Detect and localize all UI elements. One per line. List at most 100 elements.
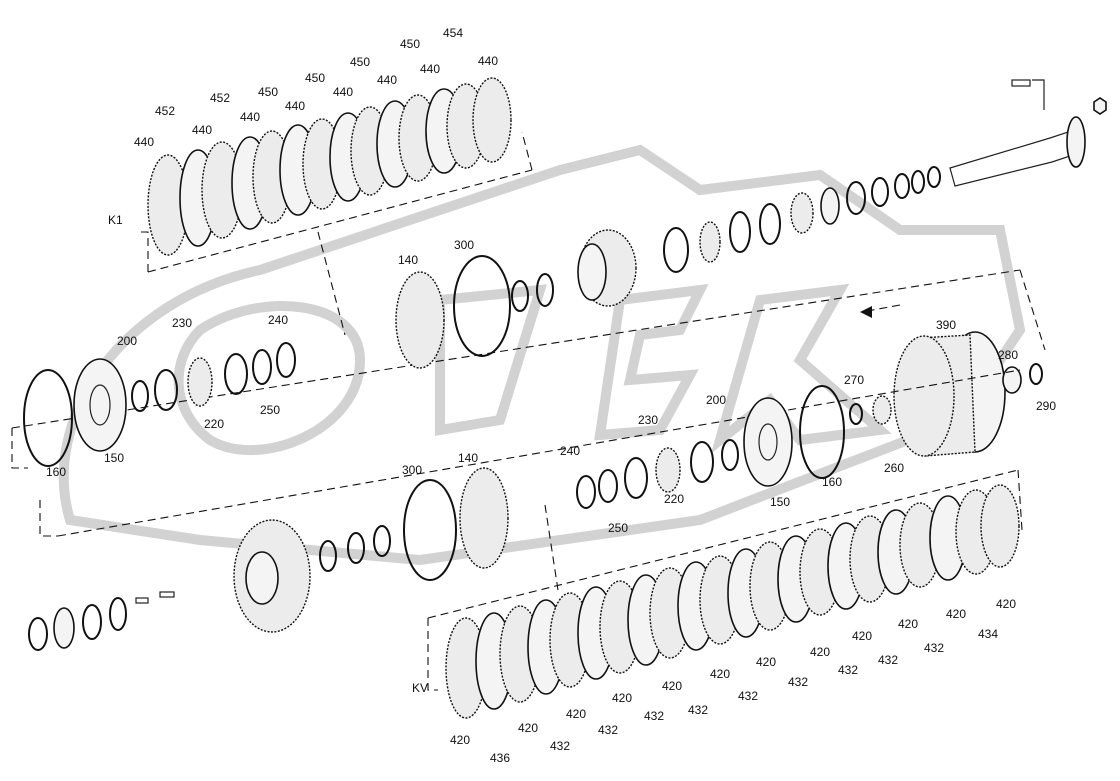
part-label: 440 (134, 135, 154, 149)
part-label: 440 (478, 54, 498, 68)
pressure-plate (395, 271, 445, 369)
piston-hub (758, 423, 778, 461)
shaft-leader (1032, 79, 1045, 110)
washer (511, 280, 529, 312)
shaft-body (949, 131, 1071, 187)
part-label: 140 (458, 451, 478, 465)
pressure-plate (459, 467, 509, 569)
part-label: 250 (260, 403, 280, 417)
part-label: 440 (377, 73, 397, 87)
snap-ring (759, 203, 781, 245)
washer (82, 604, 102, 640)
arrow-head (860, 306, 872, 318)
connector-right (1019, 269, 1046, 351)
part-label: 432 (788, 675, 808, 689)
part-label: 220 (204, 417, 224, 431)
clutch-drum-assembly (849, 304, 1043, 457)
kv-connector (544, 504, 559, 591)
k1-bracket-end (521, 131, 533, 171)
friction-disc (980, 484, 1020, 568)
part-label: 432 (738, 689, 758, 703)
shaft-stud (1011, 79, 1031, 87)
part-label: 454 (443, 26, 463, 40)
group-label-k1: K1 (108, 213, 123, 227)
part-label: 420 (710, 667, 730, 681)
connector-k1 (317, 231, 346, 336)
bushing-260 (872, 395, 892, 425)
snap-ring-270 (849, 403, 863, 425)
snap-ring (252, 349, 272, 385)
part-label: 200 (117, 334, 137, 348)
snap-ring (576, 475, 596, 509)
o-ring (721, 439, 739, 471)
part-label: 280 (998, 348, 1018, 362)
washer (109, 597, 127, 631)
pin (159, 591, 175, 598)
part-label: 420 (852, 629, 872, 643)
lock-plate (53, 607, 75, 649)
friction-disc (472, 77, 512, 163)
output-shaft (663, 79, 1107, 273)
part-label: 300 (402, 463, 422, 477)
part-label: 432 (838, 663, 858, 677)
part-label: 432 (598, 723, 618, 737)
piston-hub (89, 384, 111, 426)
o-ring (131, 380, 149, 412)
drum-face (893, 335, 955, 457)
part-label: 420 (810, 645, 830, 659)
part-label: 440 (192, 123, 212, 137)
part-label: 450 (400, 37, 420, 51)
snap-ring (871, 177, 889, 207)
upper-piston-assembly (11, 231, 1046, 469)
needle-bearing (790, 192, 814, 234)
k1-bracket (138, 231, 149, 272)
part-label: 432 (644, 709, 664, 723)
part-label: 440 (420, 62, 440, 76)
part-label: 230 (172, 316, 192, 330)
part-label: 432 (550, 739, 570, 753)
part-label: 390 (936, 318, 956, 332)
part-label: 290 (1036, 399, 1056, 413)
bearing-280 (1002, 366, 1022, 394)
part-label: 420 (566, 707, 586, 721)
part-labels: 440 452 440 452 440 450 440 450 440 450 … (46, 26, 1056, 765)
part-label: 250 (608, 521, 628, 535)
washer (319, 540, 337, 572)
part-label: 452 (155, 104, 175, 118)
retainer-ring (690, 441, 714, 483)
part-label: 440 (333, 85, 353, 99)
lower-piston-assembly (39, 369, 1021, 581)
part-label: 420 (662, 679, 682, 693)
snap-ring (729, 211, 751, 253)
piston (73, 358, 127, 452)
part-label: 432 (878, 653, 898, 667)
bracket-lower (39, 500, 58, 537)
part-label: 450 (350, 55, 370, 69)
part-label: 160 (822, 475, 842, 489)
part-label: 420 (898, 617, 918, 631)
washer (373, 525, 391, 557)
part-label: 420 (756, 655, 776, 669)
part-label: 220 (664, 492, 684, 506)
snap-ring (598, 469, 618, 503)
part-label: 420 (518, 721, 538, 735)
part-label: 300 (454, 238, 474, 252)
part-label: 420 (946, 607, 966, 621)
disc-spring (453, 255, 511, 357)
part-label: 450 (305, 71, 325, 85)
part-label: 150 (770, 495, 790, 509)
k1-clutch-pack (138, 77, 533, 273)
retainer-ring (224, 353, 248, 395)
snap-ring-290 (1029, 363, 1043, 385)
row-3-axis (57, 369, 1021, 537)
washer (536, 273, 554, 307)
shaft-flange (1066, 116, 1086, 168)
seal-ring (799, 385, 845, 479)
part-label: 440 (240, 110, 260, 124)
snap-ring (894, 173, 910, 199)
needle-bearing (699, 221, 721, 263)
part-label: 200 (706, 393, 726, 407)
part-label: 240 (268, 313, 288, 327)
snap-ring (663, 227, 689, 273)
